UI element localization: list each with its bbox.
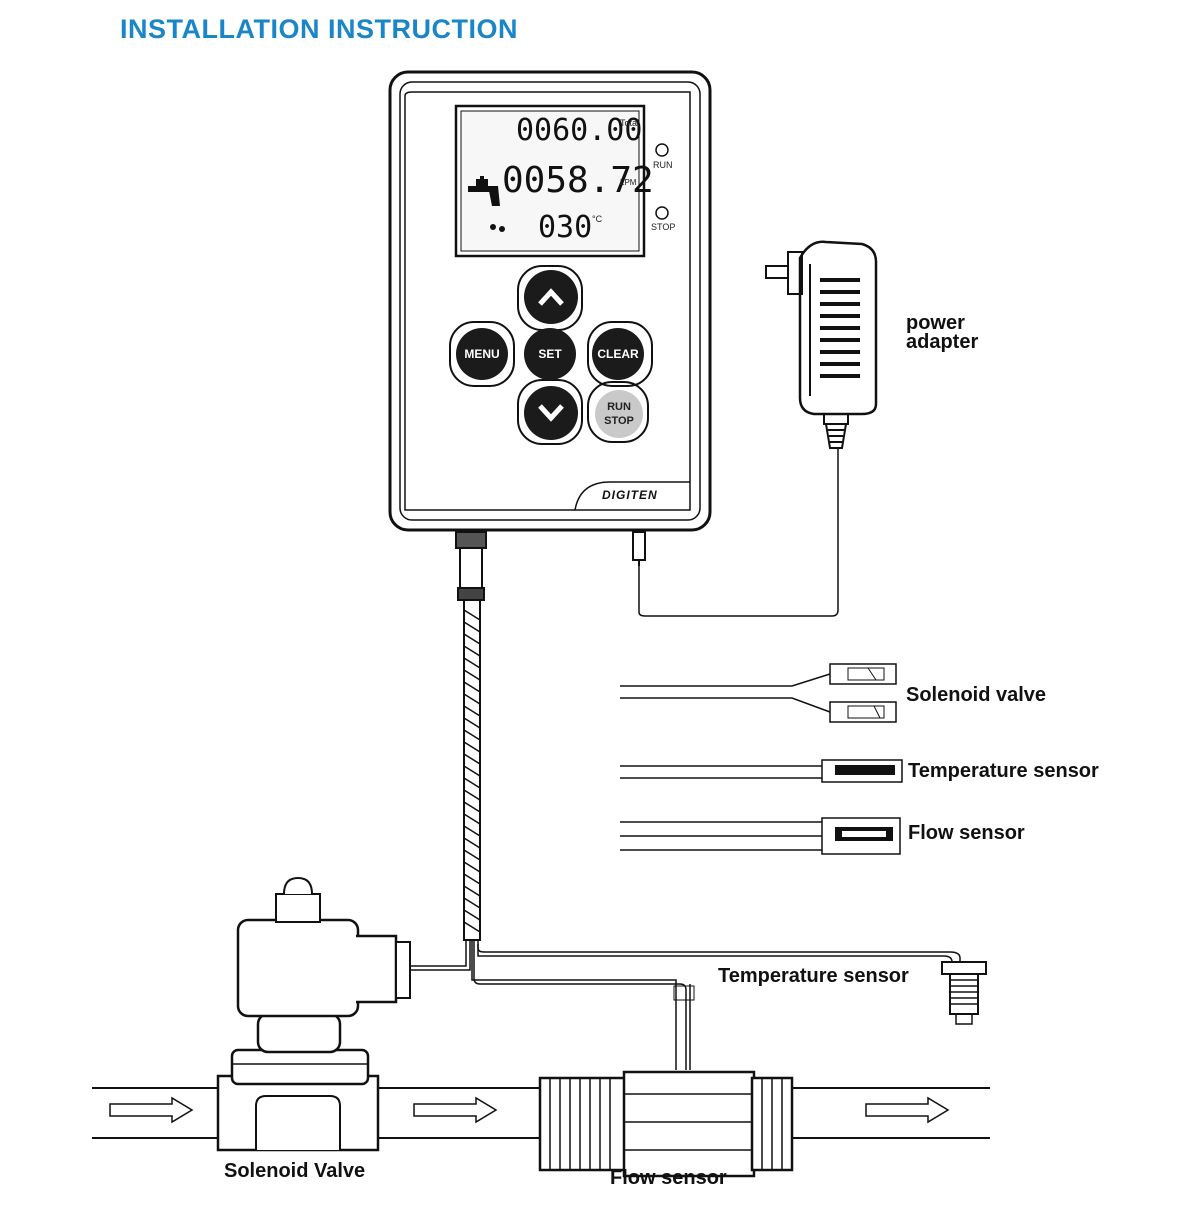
run-indicator-label: RUN: [653, 160, 673, 170]
temperature-sensor-probe: [941, 961, 987, 1025]
flow-connector-label: Flow sensor: [908, 822, 1025, 844]
power-cable: [638, 448, 839, 617]
chevron-up-icon: [538, 288, 564, 306]
lcd-temp-unit: °C: [592, 214, 603, 224]
flow-arrow-icon: [109, 1096, 950, 1124]
lcd-total-value: 0060.00: [516, 113, 643, 148]
stop-indicator-label: STOP: [651, 222, 676, 232]
lcd-screen: [454, 104, 646, 258]
temperature-wire: [477, 940, 961, 962]
down-arrow-button[interactable]: [524, 386, 578, 440]
faucet-icon: [468, 176, 505, 232]
braided-cable: [463, 599, 481, 941]
menu-button[interactable]: MENU: [456, 328, 508, 380]
lcd-flow-unit: LPM: [620, 178, 637, 187]
run-stop-button[interactable]: RUN STOP: [595, 390, 643, 438]
lcd-flow-value: 0058.72: [502, 160, 654, 201]
temperature-connector-label: Temperature sensor: [908, 760, 1099, 782]
power-adapter-label-line1: power: [906, 312, 965, 334]
stop-led-icon: [655, 206, 669, 220]
controller-cable-plug: [455, 531, 487, 601]
flow-sensor-label: Flow sensor: [610, 1167, 727, 1189]
set-button[interactable]: SET: [524, 328, 576, 380]
solenoid-valve: [216, 876, 411, 1152]
power-adapter: [765, 240, 878, 449]
flow-wire: [473, 940, 687, 1070]
solenoid-wire: [410, 940, 467, 967]
page-title: INSTALLATION INSTRUCTION: [120, 14, 518, 44]
clear-button[interactable]: CLEAR: [592, 328, 644, 380]
run-led-icon: [655, 143, 669, 157]
lcd-total-unit: Total: [620, 118, 640, 128]
brand-logo: DIGITEN: [602, 488, 658, 502]
power-adapter-label-line2: adapter: [906, 331, 979, 353]
run-stop-button-run-label: RUN: [607, 401, 631, 413]
temperature-sensor-label: Temperature sensor: [718, 965, 909, 987]
dc-jack: [632, 531, 646, 566]
solenoid-connector-label: Solenoid valve: [906, 684, 1047, 706]
solenoid-connector: [620, 663, 897, 723]
flow-sensor-body: [538, 1070, 794, 1178]
lcd-temp-value: 030: [538, 210, 593, 245]
run-stop-button-stop-label: STOP: [604, 415, 634, 427]
flow-connector: [620, 817, 901, 855]
controller-body: [388, 70, 712, 532]
chevron-down-icon: [538, 404, 564, 422]
temperature-connector: [620, 759, 903, 783]
solenoid-valve-label: Solenoid Valve: [224, 1160, 366, 1182]
up-arrow-button[interactable]: [524, 270, 578, 324]
